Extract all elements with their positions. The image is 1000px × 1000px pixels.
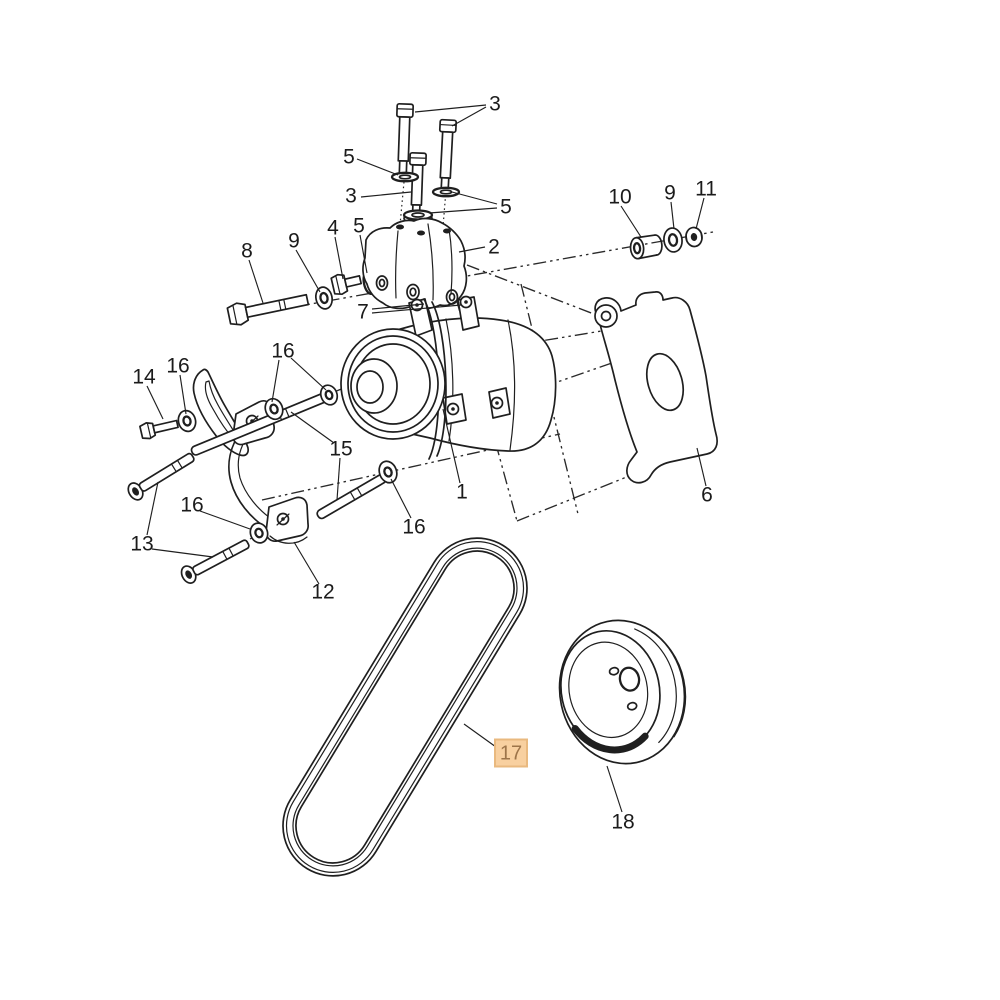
bolt-3-b	[438, 118, 458, 191]
callout-17-selected[interactable]: 17	[494, 738, 528, 768]
bolt-13-a	[127, 452, 195, 501]
bolt-8	[226, 293, 310, 326]
callout-7[interactable]: 7	[357, 300, 369, 324]
callout-3-b[interactable]: 3	[345, 184, 357, 208]
callout-9-a[interactable]: 9	[664, 181, 676, 205]
callout-16-a[interactable]: 16	[271, 339, 295, 363]
nut-11	[685, 226, 703, 248]
callout-16-b[interactable]: 16	[166, 354, 190, 378]
washer-16-e	[378, 460, 398, 484]
callout-14[interactable]: 14	[132, 365, 156, 389]
bolt-14	[139, 419, 179, 440]
bracket-6	[594, 291, 718, 484]
washer-16-d	[249, 522, 269, 544]
bolt-4	[330, 273, 363, 296]
pulley-18	[558, 619, 687, 765]
bolt-13-b	[180, 539, 250, 584]
washer-5-a	[390, 171, 420, 183]
callout-4[interactable]: 4	[327, 216, 339, 240]
callout-16-d[interactable]: 16	[180, 493, 204, 517]
callout-5-c[interactable]: 5	[353, 214, 365, 238]
callout-10[interactable]: 10	[608, 185, 632, 209]
washer-16-a	[264, 397, 284, 421]
callout-3-a[interactable]: 3	[489, 92, 501, 116]
callout-11[interactable]: 11	[695, 177, 717, 201]
washer-16-c	[177, 409, 197, 433]
callout-5-a[interactable]: 5	[343, 145, 355, 169]
washer-9-left	[314, 286, 334, 310]
callout-1[interactable]: 1	[456, 480, 468, 504]
washer-5-b	[431, 186, 461, 198]
washer-9-right	[663, 227, 683, 253]
callout-18[interactable]: 18	[611, 810, 635, 834]
callout-9-b[interactable]: 9	[288, 229, 300, 253]
callout-12[interactable]: 12	[311, 580, 335, 604]
spacer-10	[629, 234, 663, 260]
callout-8[interactable]: 8	[241, 239, 253, 263]
callout-15[interactable]: 15	[329, 437, 353, 461]
callout-13[interactable]: 13	[130, 532, 154, 556]
bracket-2	[362, 217, 468, 310]
callout-16-c[interactable]: 16	[402, 515, 426, 539]
callout-6[interactable]: 6	[701, 483, 713, 507]
belt-17	[282, 537, 528, 877]
callout-2[interactable]: 2	[488, 235, 500, 259]
bolt-3-c	[409, 151, 427, 216]
leader-lines	[146, 104, 707, 813]
washer-16-b	[319, 384, 339, 406]
callout-5-b[interactable]: 5	[500, 195, 512, 219]
